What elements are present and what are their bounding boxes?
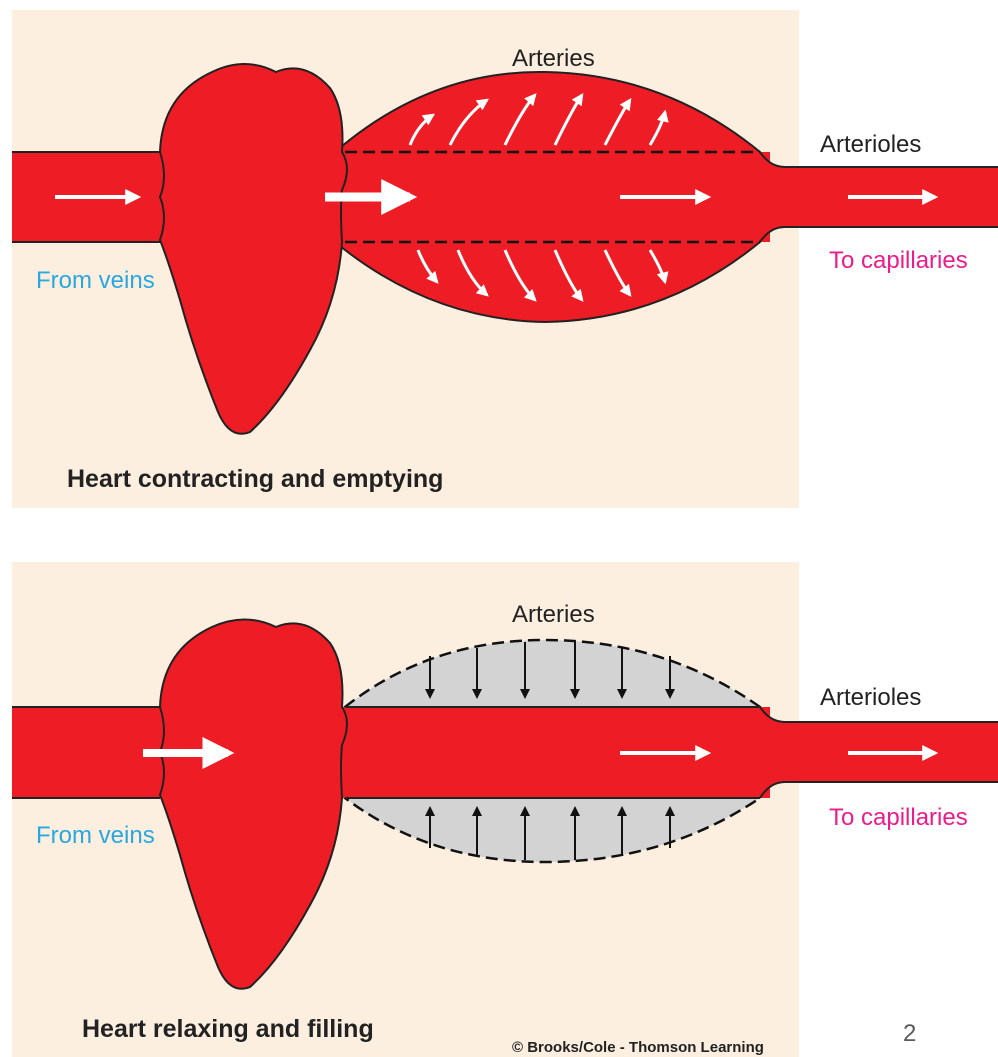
top-panel: Arteries Arterioles From veins To capill… (12, 10, 998, 508)
bottom-arteries-label: Arteries (512, 601, 595, 628)
top-to-capillaries-label: To capillaries (829, 247, 968, 274)
bottom-to-capillaries-label: To capillaries (829, 804, 968, 831)
top-caption: Heart contracting and emptying (67, 465, 443, 493)
bottom-arterioles-label: Arterioles (820, 684, 921, 711)
bottom-from-veins-label: From veins (36, 822, 155, 849)
bottom-caption: Heart relaxing and filling (82, 1015, 374, 1043)
top-arteries-label: Arteries (512, 45, 595, 72)
slide-number: 2 (903, 1020, 916, 1048)
bottom-panel: Arteries Arterioles From veins To capill… (12, 562, 998, 1057)
top-arterioles-label: Arterioles (820, 131, 921, 158)
top-from-veins-label: From veins (36, 267, 155, 294)
copyright-notice: © Brooks/Cole - Thomson Learning (512, 1039, 764, 1056)
